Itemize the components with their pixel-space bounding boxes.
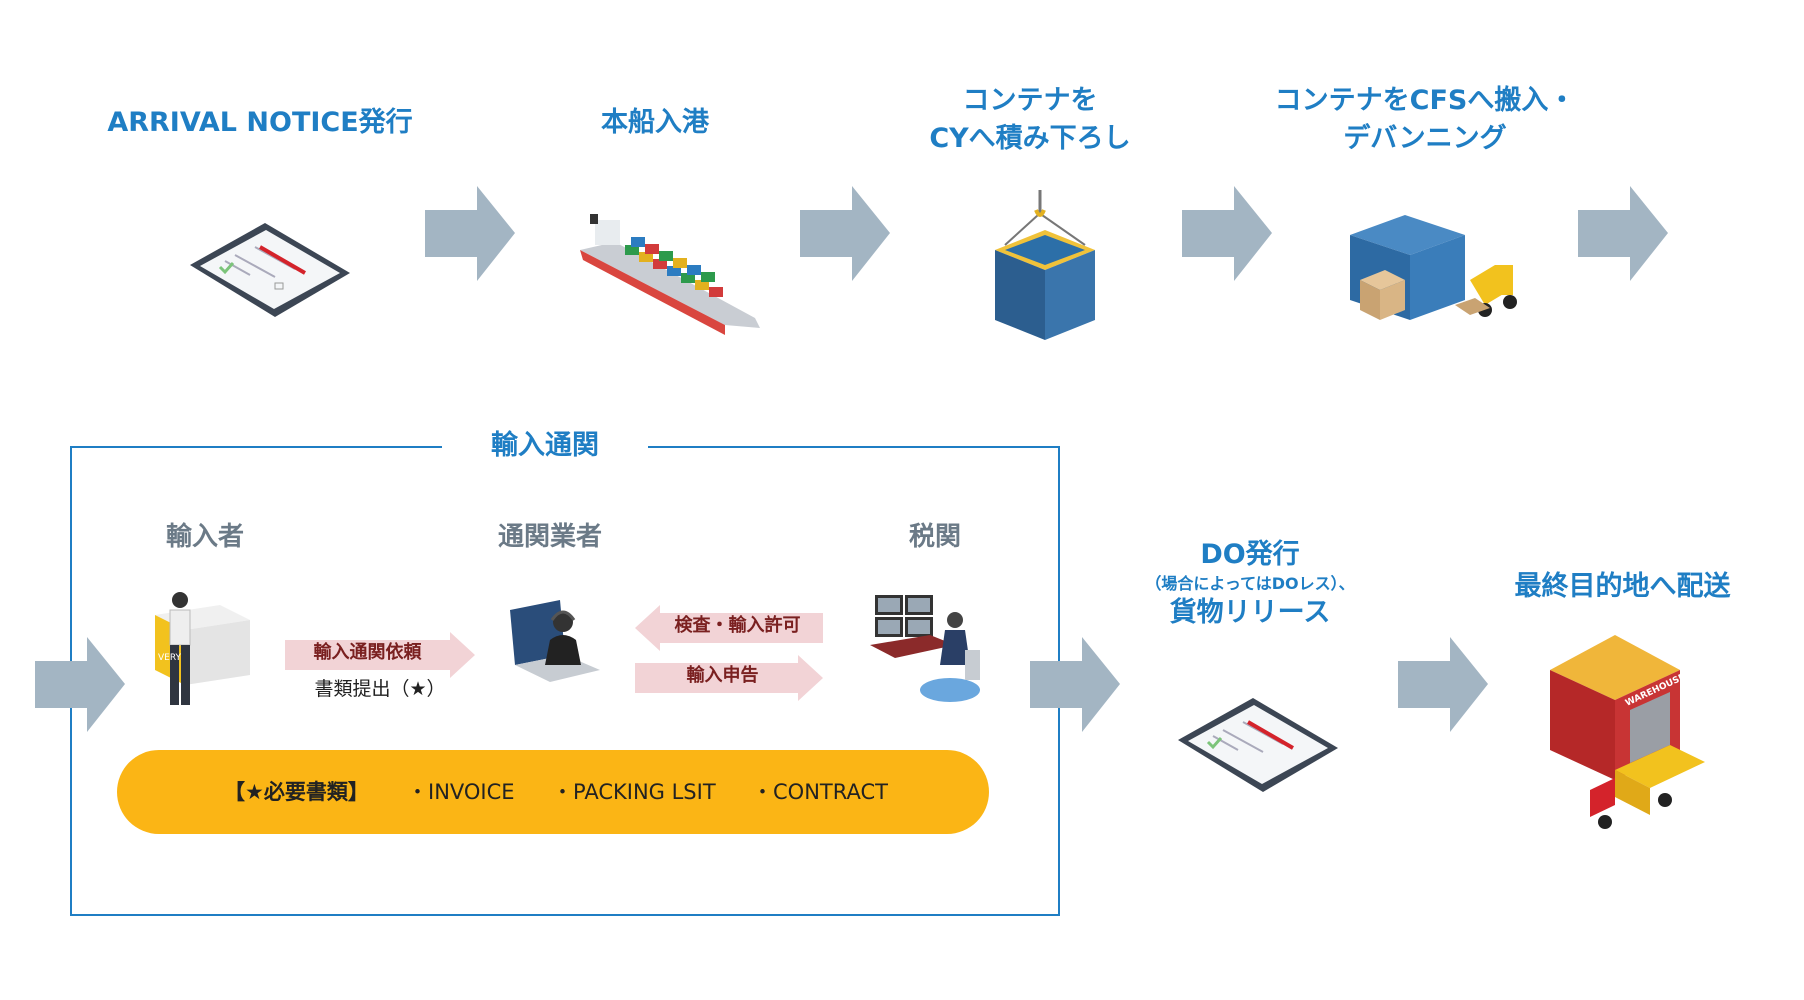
import-customs-title: 輸入通関 <box>442 426 648 466</box>
required-documents-bar: 【★必要書類】 ・INVOICE ・PACKING LSIT ・CONTRACT <box>117 750 989 834</box>
role-customs-label: 税関 <box>908 522 961 552</box>
flow-arrow-into-customs <box>35 637 125 732</box>
step-cfs-line1: コンテナをCFSへ搬入・ <box>1274 85 1576 116</box>
submit-docs-label: 書類提出（★） <box>314 678 446 700</box>
step-arrival-notice-title: ARRIVAL NOTICE発行 <box>107 107 413 138</box>
request-label: 輸入通関依頼 <box>313 642 422 663</box>
customs-officer-icon <box>870 595 980 702</box>
flow-arrow-3 <box>1182 186 1272 281</box>
declaration-arrow <box>635 655 823 701</box>
flow-arrow-4 <box>1578 186 1668 281</box>
flow-arrow-5 <box>1030 637 1120 732</box>
flow-arrow-2 <box>800 186 890 281</box>
document-invoice: ・INVOICE <box>407 780 515 804</box>
importer-person-icon: VERY <box>155 592 250 705</box>
declaration-label: 輸入申告 <box>686 665 759 686</box>
inspection-label: 検査・輸入許可 <box>674 615 801 636</box>
step-do-line2: （場合によってはDOレス）、 <box>1145 574 1355 593</box>
document-packing-list: ・PACKING LSIT <box>552 780 716 804</box>
step-do-line1: DO発行 <box>1200 539 1300 570</box>
step-final-delivery-title: 最終目的地へ配送 <box>1514 571 1731 602</box>
step-cy-unloading-title: コンテナを CYへ積み下ろし <box>905 82 1155 158</box>
role-importer-label: 輸入者 <box>165 522 244 552</box>
step-vessel-arrival-title: 本船入港 <box>601 107 709 138</box>
step-cy-line1: コンテナを <box>962 85 1098 116</box>
flow-arrow-6 <box>1398 637 1488 732</box>
warehouse-truck-icon: WAREHOUSE <box>1550 635 1705 829</box>
document-contract: ・CONTRACT <box>752 780 888 804</box>
step-do-release-title: DO発行 （場合によってはDOレス）、 貨物リリース <box>1120 536 1380 632</box>
required-documents-heading: 【★必要書類】 <box>224 780 369 804</box>
delivery-sign-text: VERY <box>158 653 182 663</box>
inspection-arrow <box>635 605 823 651</box>
step-do-line3: 貨物リリース <box>1169 597 1331 628</box>
crane-container-icon <box>995 190 1095 340</box>
step-cfs-title: コンテナをCFSへ搬入・ デバンニング <box>1255 82 1595 158</box>
cfs-forklift-icon <box>1350 215 1517 320</box>
role-broker-label: 通関業者 <box>497 522 602 552</box>
clipboard-tablet-icon <box>190 223 350 317</box>
request-arrow <box>285 632 475 678</box>
step-cy-line2: CYへ積み下ろし <box>929 123 1131 154</box>
flow-arrow-1 <box>425 186 515 281</box>
do-clipboard-tablet-icon <box>1178 698 1338 792</box>
step-cfs-line2: デバンニング <box>1343 123 1507 154</box>
container-ship-icon <box>580 214 760 335</box>
broker-operator-icon <box>510 600 600 682</box>
